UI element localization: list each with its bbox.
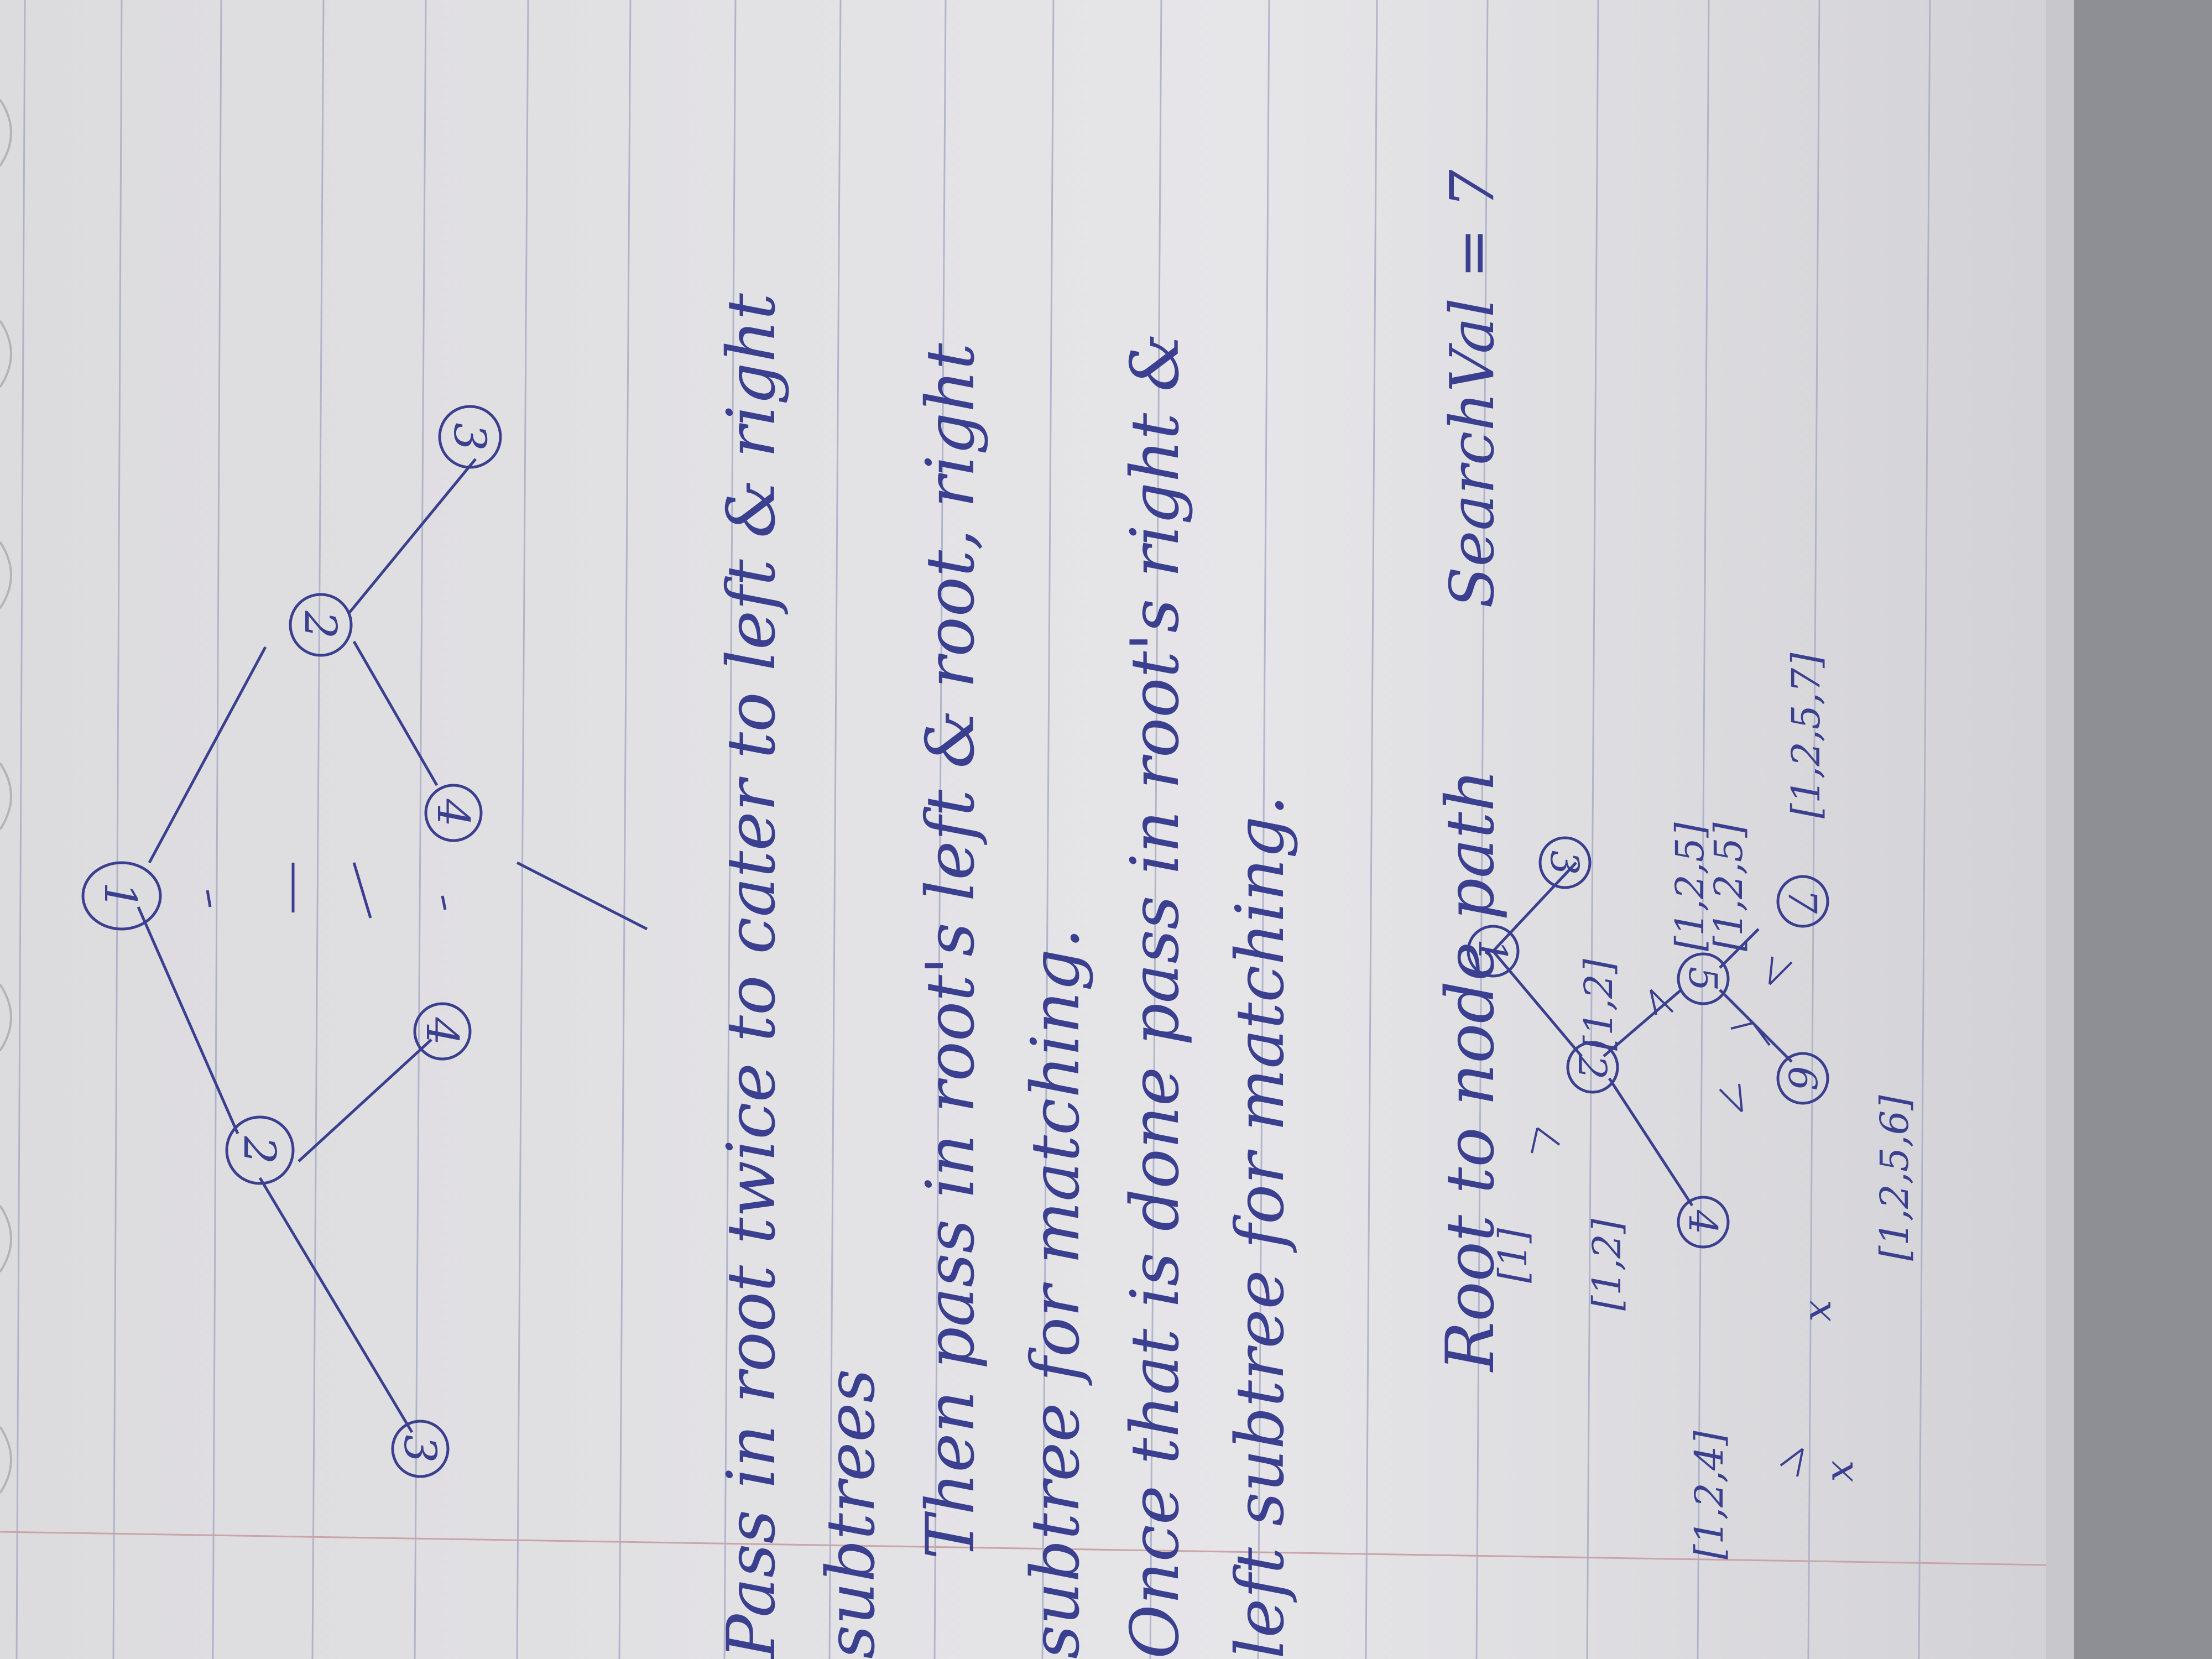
path-1-2-5a: [1,2,5] bbox=[1667, 822, 1713, 951]
tree3-node-2 bbox=[1566, 1041, 1619, 1094]
path-1-2-5-6: [1,2,5,6] bbox=[1872, 1095, 1917, 1261]
note-line-1: Pass in root twice to cater to left & ri… bbox=[713, 293, 790, 1659]
notebook-page bbox=[0, 0, 2079, 1659]
tree3-label-3: 3 bbox=[1542, 851, 1587, 875]
margin-line bbox=[0, 1531, 2047, 1566]
tree1-label-4: 4 bbox=[416, 1017, 468, 1046]
page-edge-shadow bbox=[2068, 0, 2212, 1659]
note-line-3: Once that is done pass in root's right & bbox=[1117, 333, 1194, 1659]
tree3-label-6: 6 bbox=[1780, 1066, 1825, 1091]
path-1-2-5-7: [1,2,5,7] bbox=[1783, 653, 1829, 818]
tree3-node-5 bbox=[1677, 952, 1730, 1005]
tree3-node-7 bbox=[1776, 875, 1829, 928]
tree3-node-3 bbox=[1538, 836, 1592, 889]
tree3-node-1 bbox=[1467, 925, 1520, 978]
tree1-node-3 bbox=[391, 1420, 450, 1478]
tree1-node-2 bbox=[225, 1115, 295, 1185]
tree-2 bbox=[148, 405, 502, 864]
tree-1 bbox=[81, 861, 472, 1478]
tree2-label-4: 4 bbox=[427, 799, 479, 827]
tree3-node-6 bbox=[1776, 1052, 1829, 1105]
path-1-2-4: [1,2,4] bbox=[1687, 1431, 1732, 1559]
note-line-2: Then pass in root's left & root, right bbox=[912, 343, 989, 1559]
path-1-2b: [1,2] bbox=[1576, 958, 1621, 1051]
note-line-1b: subtrees bbox=[813, 1369, 890, 1659]
tree1-node-1 bbox=[81, 861, 162, 931]
trace-arrows bbox=[1531, 956, 1804, 1477]
tree1-node-4 bbox=[413, 1002, 472, 1061]
ruled-lines bbox=[15, 0, 1931, 1659]
tree3-label-4: 4 bbox=[1680, 1209, 1725, 1235]
tree2-node-2 bbox=[289, 593, 353, 657]
separator-dashes bbox=[206, 861, 648, 931]
tree3-label-1: 1 bbox=[1470, 939, 1515, 964]
search-val: SearchVal = 7 bbox=[1437, 170, 1507, 608]
note-line-2b: subtree for matching. bbox=[1018, 928, 1094, 1659]
tree1-label-3: 3 bbox=[394, 1435, 446, 1463]
spiral-binding bbox=[0, 98, 12, 1494]
tree3-label-7: 7 bbox=[1780, 889, 1825, 914]
page-edge bbox=[2046, 0, 2074, 1659]
tree2-node-3 bbox=[438, 405, 502, 469]
path-1: [1] bbox=[1490, 1228, 1536, 1283]
tree2-label-2: 2 bbox=[295, 611, 346, 639]
dead-end-2: x bbox=[1794, 1300, 1840, 1322]
tree2-label-3: 3 bbox=[444, 423, 495, 451]
tree1-label-1: 1 bbox=[95, 882, 146, 910]
section-title: Root to node path bbox=[1432, 769, 1509, 1373]
tree-3 bbox=[1467, 836, 1829, 1249]
path-1-2a: [1,2] bbox=[1584, 1218, 1630, 1311]
path-1-2-5b: [1,2,5] bbox=[1706, 822, 1751, 951]
tree3-label-2: 2 bbox=[1569, 1055, 1615, 1080]
tree1-label-2: 2 bbox=[234, 1136, 285, 1165]
tree2-node-4 bbox=[424, 784, 483, 842]
note-line-3b: left subtree for matching. bbox=[1222, 795, 1299, 1659]
tree3-node-4 bbox=[1677, 1196, 1730, 1249]
dead-end-1: x bbox=[1817, 1460, 1862, 1482]
tree3-label-5: 5 bbox=[1680, 967, 1725, 992]
